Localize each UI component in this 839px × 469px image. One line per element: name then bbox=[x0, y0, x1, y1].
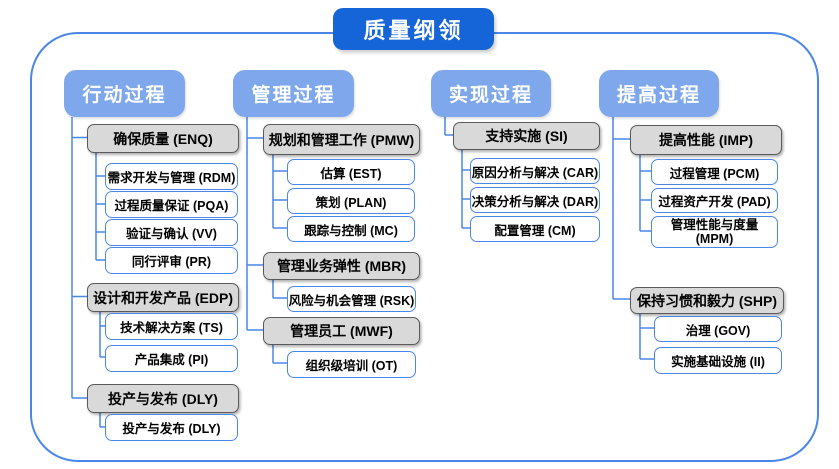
leaf-pcm: 过程管理 (PCM) bbox=[651, 159, 778, 185]
leaf-ii: 实施基础设施 (II) bbox=[654, 347, 782, 374]
group-dly: 投产与发布 (DLY) bbox=[87, 384, 239, 413]
group-imp: 提高性能 (IMP) bbox=[630, 125, 782, 155]
leaf-est: 估算 (EST) bbox=[287, 159, 415, 185]
leaf-rdm: 需求开发与管理 (RDM) bbox=[105, 163, 238, 190]
leaf-pqa: 过程质量保证 (PQA) bbox=[105, 191, 238, 218]
leaf-mpm: 管理性能与度量 (MPM) bbox=[651, 216, 778, 248]
group-si: 支持实施 (SI) bbox=[453, 122, 600, 150]
leaf-dly: 投产与发布 (DLY) bbox=[105, 414, 238, 441]
group-edp: 设计和开发产品 (EDP) bbox=[87, 283, 239, 312]
column-header-action-process: 行动过程 bbox=[64, 70, 185, 117]
leaf-rsk: 风险与机会管理 (RSK) bbox=[287, 286, 416, 312]
leaf-pi: 产品集成 (PI) bbox=[105, 345, 238, 372]
leaf-gov: 治理 (GOV) bbox=[654, 316, 782, 342]
group-pmw: 规划和管理工作 (PMW) bbox=[263, 124, 420, 155]
leaf-vv: 验证与确认 (VV) bbox=[105, 219, 238, 246]
group-mwf: 管理员工 (MWF) bbox=[263, 317, 420, 345]
leaf-cm: 配置管理 (CM) bbox=[470, 216, 600, 242]
leaf-dar: 决策分析与解决 (DAR) bbox=[470, 187, 600, 213]
leaf-ot: 组织级培训 (OT) bbox=[287, 351, 416, 378]
leaf-mc: 跟踪与控制 (MC) bbox=[287, 216, 415, 242]
leaf-car: 原因分析与解决 (CAR) bbox=[470, 158, 600, 184]
diagram-title: 质量纲领 bbox=[333, 8, 494, 50]
leaf-plan: 策划 (PLAN) bbox=[287, 188, 415, 214]
group-enq: 确保质量 (ENQ) bbox=[87, 124, 239, 153]
column-header-management-process: 管理过程 bbox=[233, 70, 354, 117]
leaf-pad: 过程资产开发 (PAD) bbox=[651, 188, 778, 213]
leaf-pr: 同行评审 (PR) bbox=[105, 247, 238, 274]
group-mbr: 管理业务弹性 (MBR) bbox=[263, 252, 420, 280]
column-header-improvement-process: 提高过程 bbox=[599, 70, 719, 117]
leaf-ts: 技术解决方案 (TS) bbox=[105, 313, 238, 340]
group-shp: 保持习惯和毅力 (SHP) bbox=[630, 287, 784, 314]
column-header-realization-process: 实现过程 bbox=[431, 70, 551, 117]
